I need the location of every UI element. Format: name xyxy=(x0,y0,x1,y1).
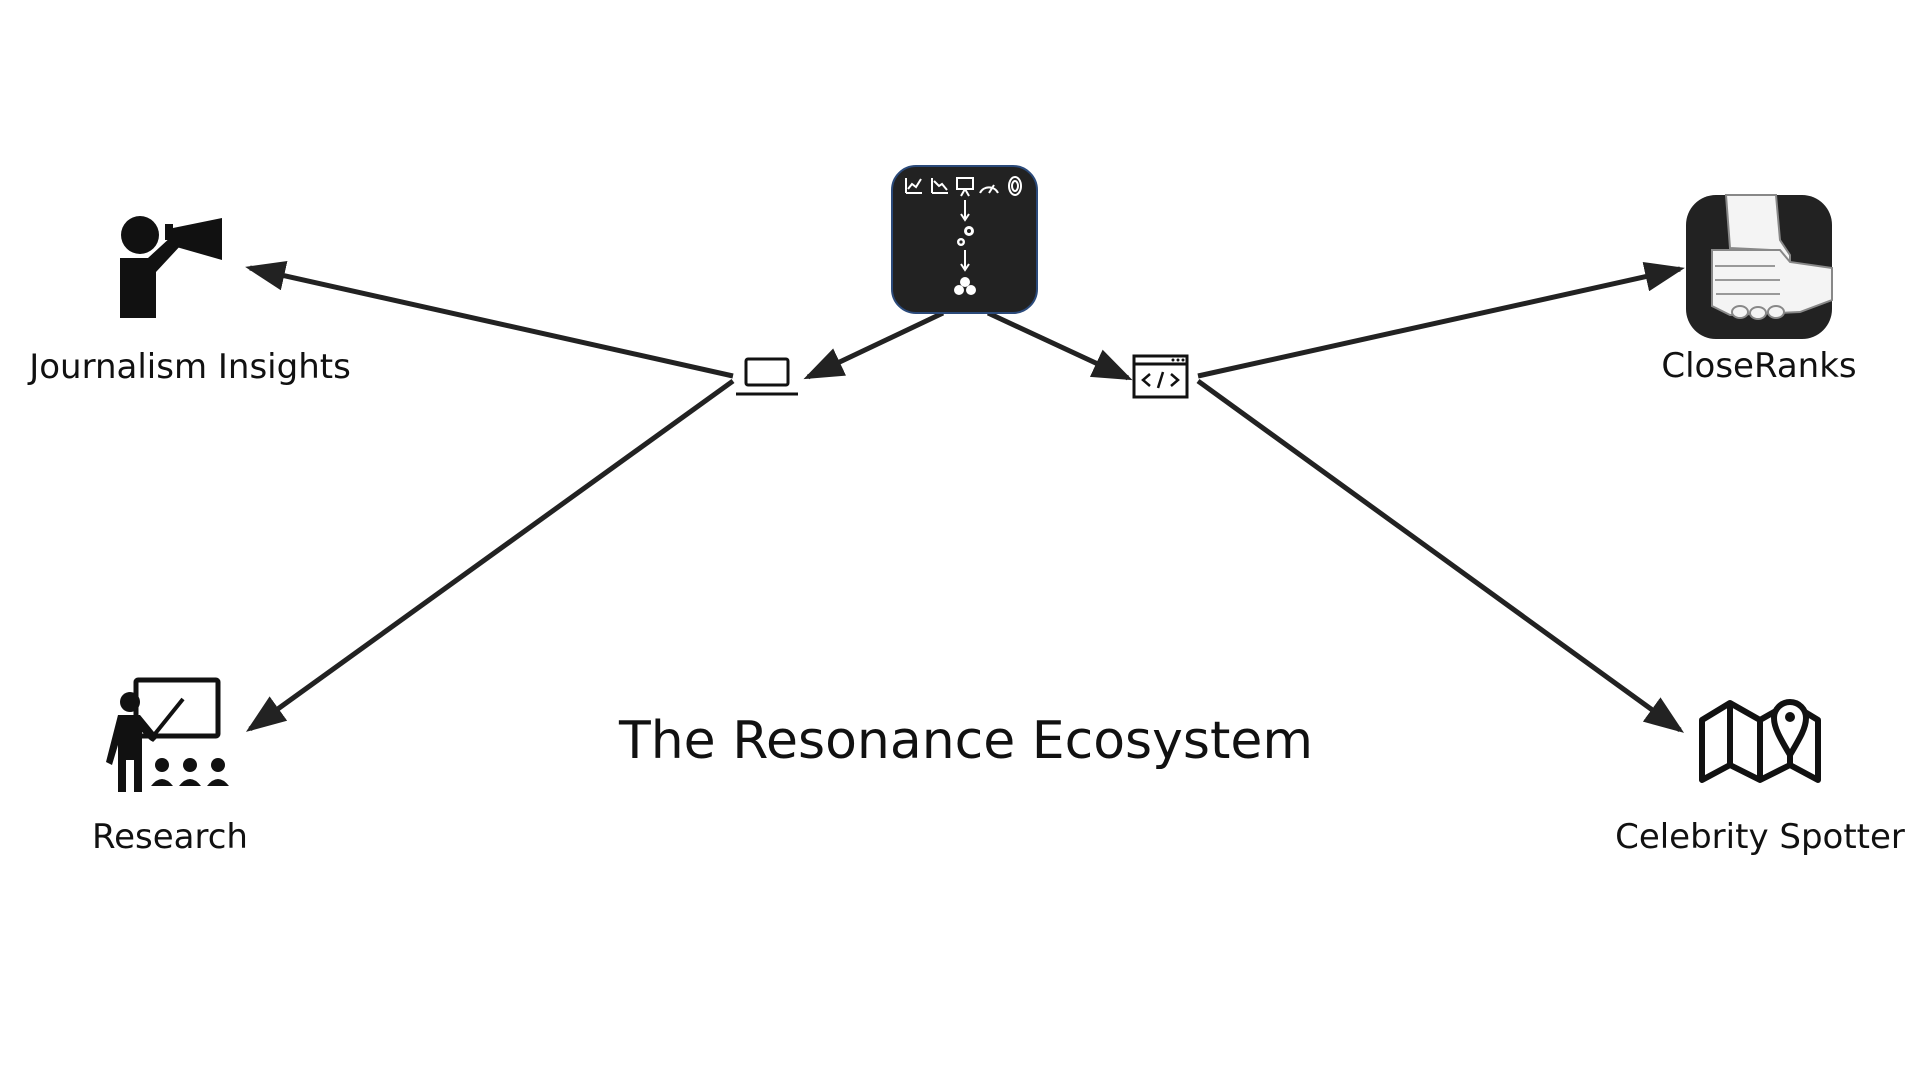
edge-laptop-to-research xyxy=(245,378,735,732)
handshake-app-icon xyxy=(1686,194,1833,339)
edge-hub-to-code xyxy=(986,310,1133,381)
edge-laptop-to-journalism xyxy=(245,260,734,379)
laptop-node xyxy=(736,357,798,396)
celebrity-label: Celebrity Spotter xyxy=(1615,817,1905,857)
journalism-label: Journalism Insights xyxy=(27,347,351,387)
hub-node xyxy=(891,165,1038,314)
closeranks-label: CloseRanks xyxy=(1661,346,1856,386)
code-node xyxy=(1132,354,1189,399)
edge-hub-to-laptop xyxy=(803,310,945,380)
map-pin-icon xyxy=(1699,699,1821,783)
closeranks-node: CloseRanks xyxy=(1661,194,1857,386)
celebrity-node: Celebrity Spotter xyxy=(1615,699,1905,857)
diagram-title: The Resonance Ecosystem xyxy=(618,711,1313,771)
megaphone-speaker-icon xyxy=(120,216,222,318)
laptop-icon xyxy=(736,357,798,396)
pipeline-app-icon xyxy=(891,165,1038,314)
code-window-icon xyxy=(1132,354,1189,399)
presenter-audience-icon xyxy=(106,677,229,792)
edge-code-to-celebrity xyxy=(1196,378,1685,733)
research-label: Research xyxy=(92,817,248,857)
journalism-node: Journalism Insights xyxy=(27,216,351,387)
edge-code-to-closeranks xyxy=(1197,261,1685,379)
research-node: Research xyxy=(92,677,248,857)
